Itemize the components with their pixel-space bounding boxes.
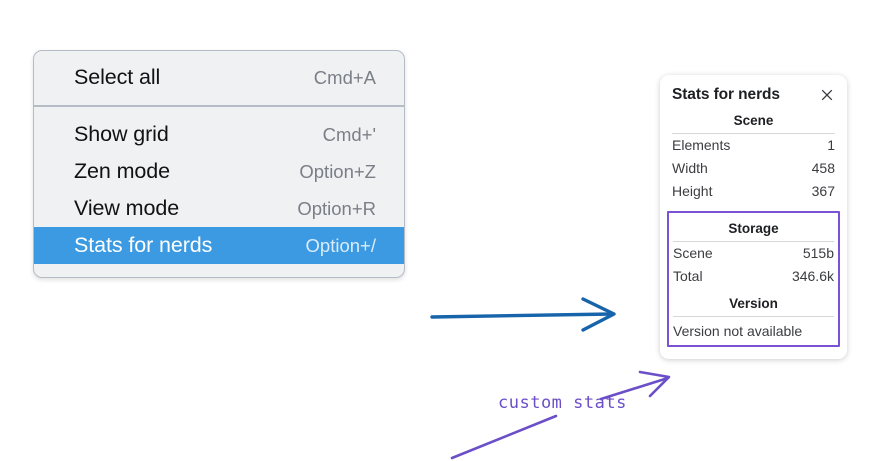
stats-panel-header: Stats for nerds [671, 85, 836, 104]
stat-value: 458 [811, 160, 835, 176]
stats-section-scene: Scene Elements 1 Width 458 Height 367 [671, 104, 836, 203]
stat-row-total-storage: Total 346.6k [672, 265, 835, 288]
stat-value: 515b [802, 245, 834, 261]
version-not-available-text: Version not available [673, 323, 803, 339]
section-divider [673, 316, 834, 317]
menu-group-1: Select all Cmd+A [34, 51, 404, 107]
stats-section-storage: Storage Scene 515b Total 346.6k [672, 213, 835, 288]
menu-item-view-mode[interactable]: View mode Option+R [34, 190, 404, 227]
close-icon[interactable] [819, 87, 835, 103]
menu-item-stats-for-nerds[interactable]: Stats for nerds Option+/ [34, 227, 404, 264]
menu-item-label: Select all [74, 65, 161, 89]
blue-arrow [430, 297, 616, 332]
stat-row-elements: Elements 1 [671, 134, 836, 157]
stats-panel-title: Stats for nerds [672, 86, 780, 103]
menu-item-shortcut: Cmd+A [313, 66, 376, 88]
stat-value: 1 [827, 137, 835, 153]
stat-value: 367 [811, 183, 835, 199]
menu-item-label: View mode [74, 196, 180, 220]
section-divider [672, 133, 835, 134]
menu-item-shortcut: Option+R [297, 197, 376, 219]
menu-item-shortcut: Cmd+' [322, 123, 376, 145]
custom-stats-highlight-box: Storage Scene 515b Total 346.6k Version … [667, 211, 840, 347]
stats-section-version: Version Version not available [672, 288, 835, 341]
section-heading-version: Version [729, 296, 778, 311]
section-divider [673, 241, 834, 242]
menu-item-shortcut: Option+Z [299, 160, 376, 182]
menu-item-label: Stats for nerds [74, 233, 213, 257]
stat-label: Height [672, 183, 713, 199]
stat-label: Elements [672, 137, 731, 153]
menu-item-select-all[interactable]: Select all Cmd+A [34, 59, 404, 96]
stat-row-height: Height 367 [671, 180, 836, 203]
annotation-label-custom-stats: custom stats [498, 393, 627, 413]
purple-underline-stroke [450, 414, 558, 460]
menu-item-label: Show grid [74, 122, 169, 146]
stats-for-nerds-panel: Stats for nerds Scene Elements 1 Width 4… [660, 75, 847, 359]
context-menu[interactable]: Select all Cmd+A Show grid Cmd+' Zen mod… [33, 50, 405, 278]
section-heading-storage: Storage [728, 221, 779, 236]
stat-row-scene-storage: Scene 515b [672, 242, 835, 265]
menu-item-zen-mode[interactable]: Zen mode Option+Z [34, 153, 404, 190]
stat-label: Scene [673, 245, 713, 261]
stat-label: Width [672, 160, 708, 176]
menu-item-shortcut: Option+/ [305, 234, 376, 256]
menu-item-show-grid[interactable]: Show grid Cmd+' [34, 116, 404, 153]
menu-item-label: Zen mode [74, 159, 171, 183]
stat-label: Total [673, 268, 703, 284]
menu-group-2: Show grid Cmd+' Zen mode Option+Z View m… [34, 107, 404, 277]
stat-row-width: Width 458 [671, 157, 836, 180]
section-heading-scene: Scene [733, 113, 774, 128]
stat-value: 346.6k [791, 268, 834, 284]
